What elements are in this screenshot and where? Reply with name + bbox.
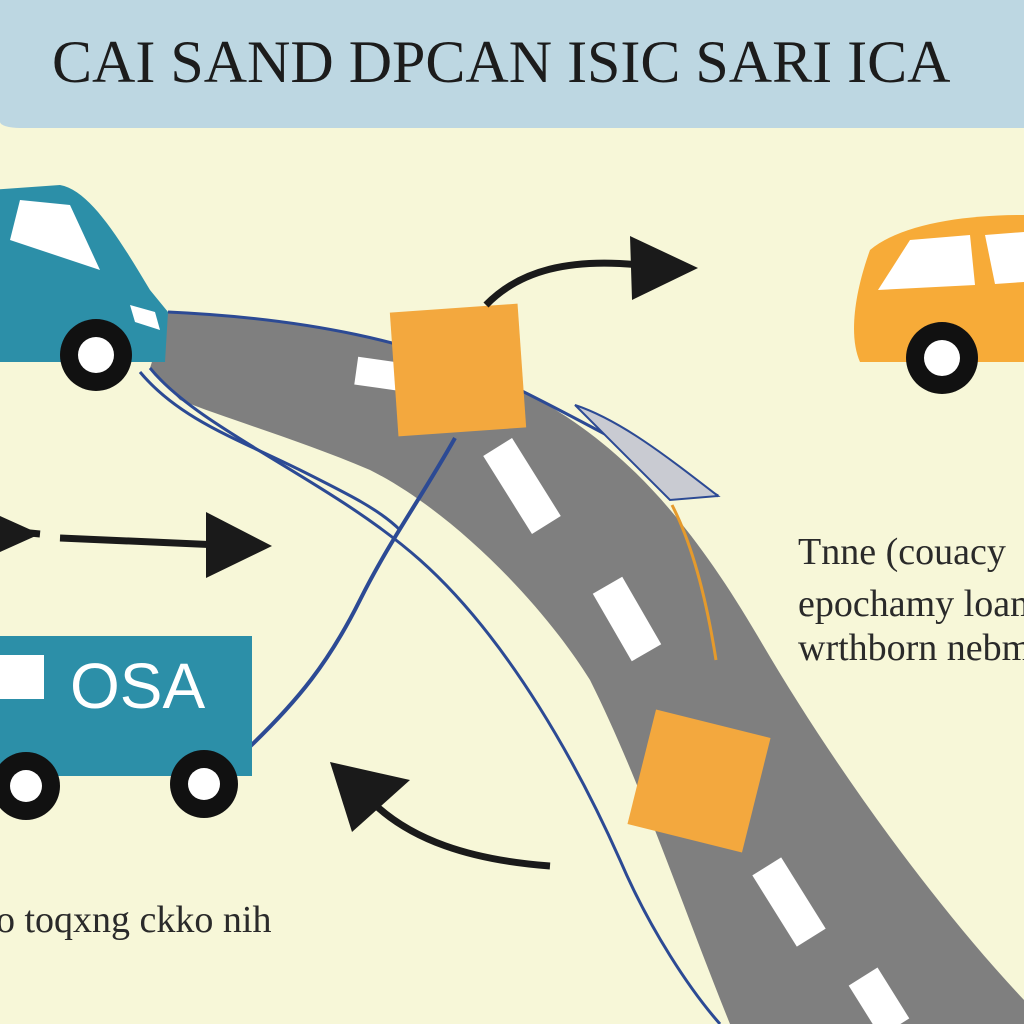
lane-dash <box>848 967 910 1024</box>
lane-dash <box>354 356 406 392</box>
square-marker-icon <box>627 709 771 853</box>
lane-markings <box>354 356 910 1024</box>
arrow-icon <box>0 516 41 552</box>
car-icon <box>854 215 1024 394</box>
arrow-icon <box>59 512 272 578</box>
car-icon <box>0 185 168 391</box>
arrow-icon <box>483 236 698 308</box>
note-line: Tnne (couacy <box>798 531 1006 573</box>
lane-dash <box>752 857 826 947</box>
square-marker-icon <box>389 303 527 437</box>
road-shoulder <box>574 404 721 502</box>
note-line: wrthborn nebm <box>798 627 1024 669</box>
road-edge-outer <box>138 371 402 532</box>
road-curb <box>670 504 718 661</box>
lane-dash <box>592 576 662 662</box>
arrow-icon <box>330 762 551 870</box>
truck-icon <box>0 636 252 820</box>
note-line: epochamy loam <box>798 583 1024 625</box>
page-title: CAI SAND DPCAN ISIC SARI ICA <box>52 29 951 95</box>
truck-label: OSA <box>70 650 206 722</box>
bottom-caption: o toqxng ckko nih <box>0 899 272 941</box>
header-banner <box>0 0 1024 128</box>
connector-line <box>238 437 457 758</box>
road <box>150 312 1024 1024</box>
lane-dash <box>483 437 561 535</box>
